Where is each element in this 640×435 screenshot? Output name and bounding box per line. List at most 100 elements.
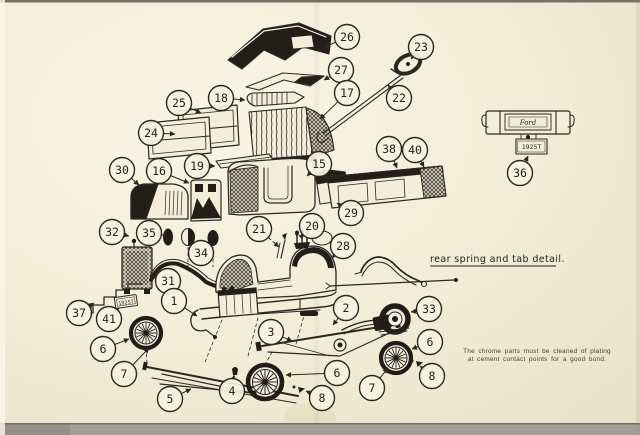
callout-6: 6	[89, 335, 117, 363]
callout-31: 31	[154, 267, 182, 295]
callout-leader-7	[132, 347, 150, 366]
svg-text:7: 7	[369, 381, 376, 395]
callout-leader-40	[419, 160, 425, 168]
svg-text:21: 21	[252, 222, 266, 236]
callout-leader-17	[319, 101, 339, 120]
svg-text:6: 6	[334, 366, 341, 380]
callout-leader-36	[523, 155, 529, 162]
callout-1: 1	[160, 287, 188, 315]
callout-leader-27	[323, 75, 331, 81]
hood-part	[130, 183, 189, 220]
callout-leader-29	[336, 202, 343, 209]
svg-text:33: 33	[422, 302, 436, 316]
callout-26: 26	[333, 23, 361, 51]
callout-8: 8	[308, 384, 336, 412]
callout-leader-25	[190, 107, 202, 114]
scan-bottom-left-corner	[0, 424, 70, 435]
scan-top-edge	[0, 0, 640, 3]
callout-19: 19	[183, 152, 211, 180]
callout-leader-21	[267, 237, 280, 248]
hand-lever-part	[276, 233, 287, 259]
body-tub-part	[227, 157, 316, 216]
callout-leader-1	[184, 307, 198, 317]
rear-right-wheel-part	[378, 340, 414, 376]
chrome-note: The chrome parts must be cleaned of plat…	[463, 348, 611, 363]
svg-text:The chrome parts must be clean: The chrome parts must be cleaned of plat…	[463, 348, 611, 355]
callout-15: 15	[305, 150, 333, 178]
svg-text:38: 38	[382, 142, 396, 156]
callout-24: 24	[137, 119, 165, 147]
callout-leader-32	[123, 232, 130, 238]
svg-text:3: 3	[268, 325, 275, 339]
callout-36: 36	[506, 159, 534, 187]
svg-text:35: 35	[142, 226, 156, 240]
callout-leader-18	[233, 96, 246, 103]
firewall-part	[190, 179, 222, 222]
callout-28: 28	[329, 232, 357, 260]
callout-29: 29	[337, 199, 365, 227]
chassis-license-plate: 1925T	[113, 294, 138, 309]
callout-leader-33	[410, 308, 417, 314]
callout-38: 38	[375, 135, 403, 163]
callout-33: 33	[415, 295, 443, 323]
svg-text:37: 37	[72, 306, 86, 320]
callout-6: 6	[323, 359, 351, 387]
callout-leader-3	[282, 336, 293, 342]
svg-text:28: 28	[336, 239, 350, 253]
callout-6: 6	[416, 328, 444, 356]
rear-spring-label: rear spring and tab detail.	[430, 254, 565, 267]
svg-text:1: 1	[171, 294, 178, 308]
svg-text:25: 25	[172, 96, 186, 110]
center-fold-crease	[314, 0, 319, 424]
bed-side-part	[326, 165, 447, 209]
svg-text:rear spring and tab detail.: rear spring and tab detail.	[430, 254, 565, 265]
callout-leader-37	[88, 302, 95, 309]
svg-text:36: 36	[513, 166, 527, 180]
svg-text:34: 34	[194, 246, 208, 260]
hubcap-parts	[292, 359, 423, 393]
svg-text:30: 30	[115, 163, 129, 177]
callout-27: 27	[327, 56, 355, 84]
callout-5: 5	[156, 385, 184, 413]
rear-left-wheel-part	[245, 362, 285, 402]
callout-leader-16	[170, 175, 190, 184]
callout-4: 4	[218, 377, 246, 405]
callout-8: 8	[418, 362, 446, 390]
callout-16: 16	[145, 157, 173, 185]
chassis-engine-part	[190, 286, 339, 363]
callout-leader-6	[114, 338, 130, 345]
rolled-curtain-part	[246, 91, 305, 107]
svg-text:4: 4	[229, 384, 236, 398]
svg-text:16: 16	[152, 164, 166, 178]
spare-tire-rack-part	[372, 303, 411, 336]
callout-leader-5	[181, 388, 192, 395]
svg-text:8: 8	[429, 369, 436, 383]
svg-text:20: 20	[305, 219, 319, 233]
callout-leader-6	[285, 372, 325, 378]
callout-7: 7	[110, 360, 138, 388]
callout-3: 3	[257, 318, 285, 346]
radiator-core-part	[121, 238, 153, 294]
svg-text:32: 32	[105, 225, 119, 239]
front-wheel-part	[128, 315, 164, 351]
radiator-shell-part	[481, 110, 575, 155]
svg-text:18: 18	[214, 91, 228, 105]
callout-37: 37	[65, 299, 93, 327]
callout-25: 25	[165, 89, 193, 117]
callout-leader-8	[305, 390, 312, 396]
callout-35: 35	[135, 219, 163, 247]
svg-text:27: 27	[334, 63, 348, 77]
callout-7: 7	[358, 374, 386, 402]
scan-left-edge	[0, 0, 5, 435]
svg-text:6: 6	[427, 335, 434, 349]
rear-spring-detail-part	[354, 256, 428, 288]
callout-leader-22	[387, 84, 394, 91]
chassis-license-plate-text: 1925T	[118, 299, 134, 307]
svg-text:2: 2	[343, 301, 350, 315]
callout-34: 34	[187, 239, 215, 267]
callout-leader-26	[324, 41, 336, 48]
callout-17: 17	[333, 79, 361, 107]
